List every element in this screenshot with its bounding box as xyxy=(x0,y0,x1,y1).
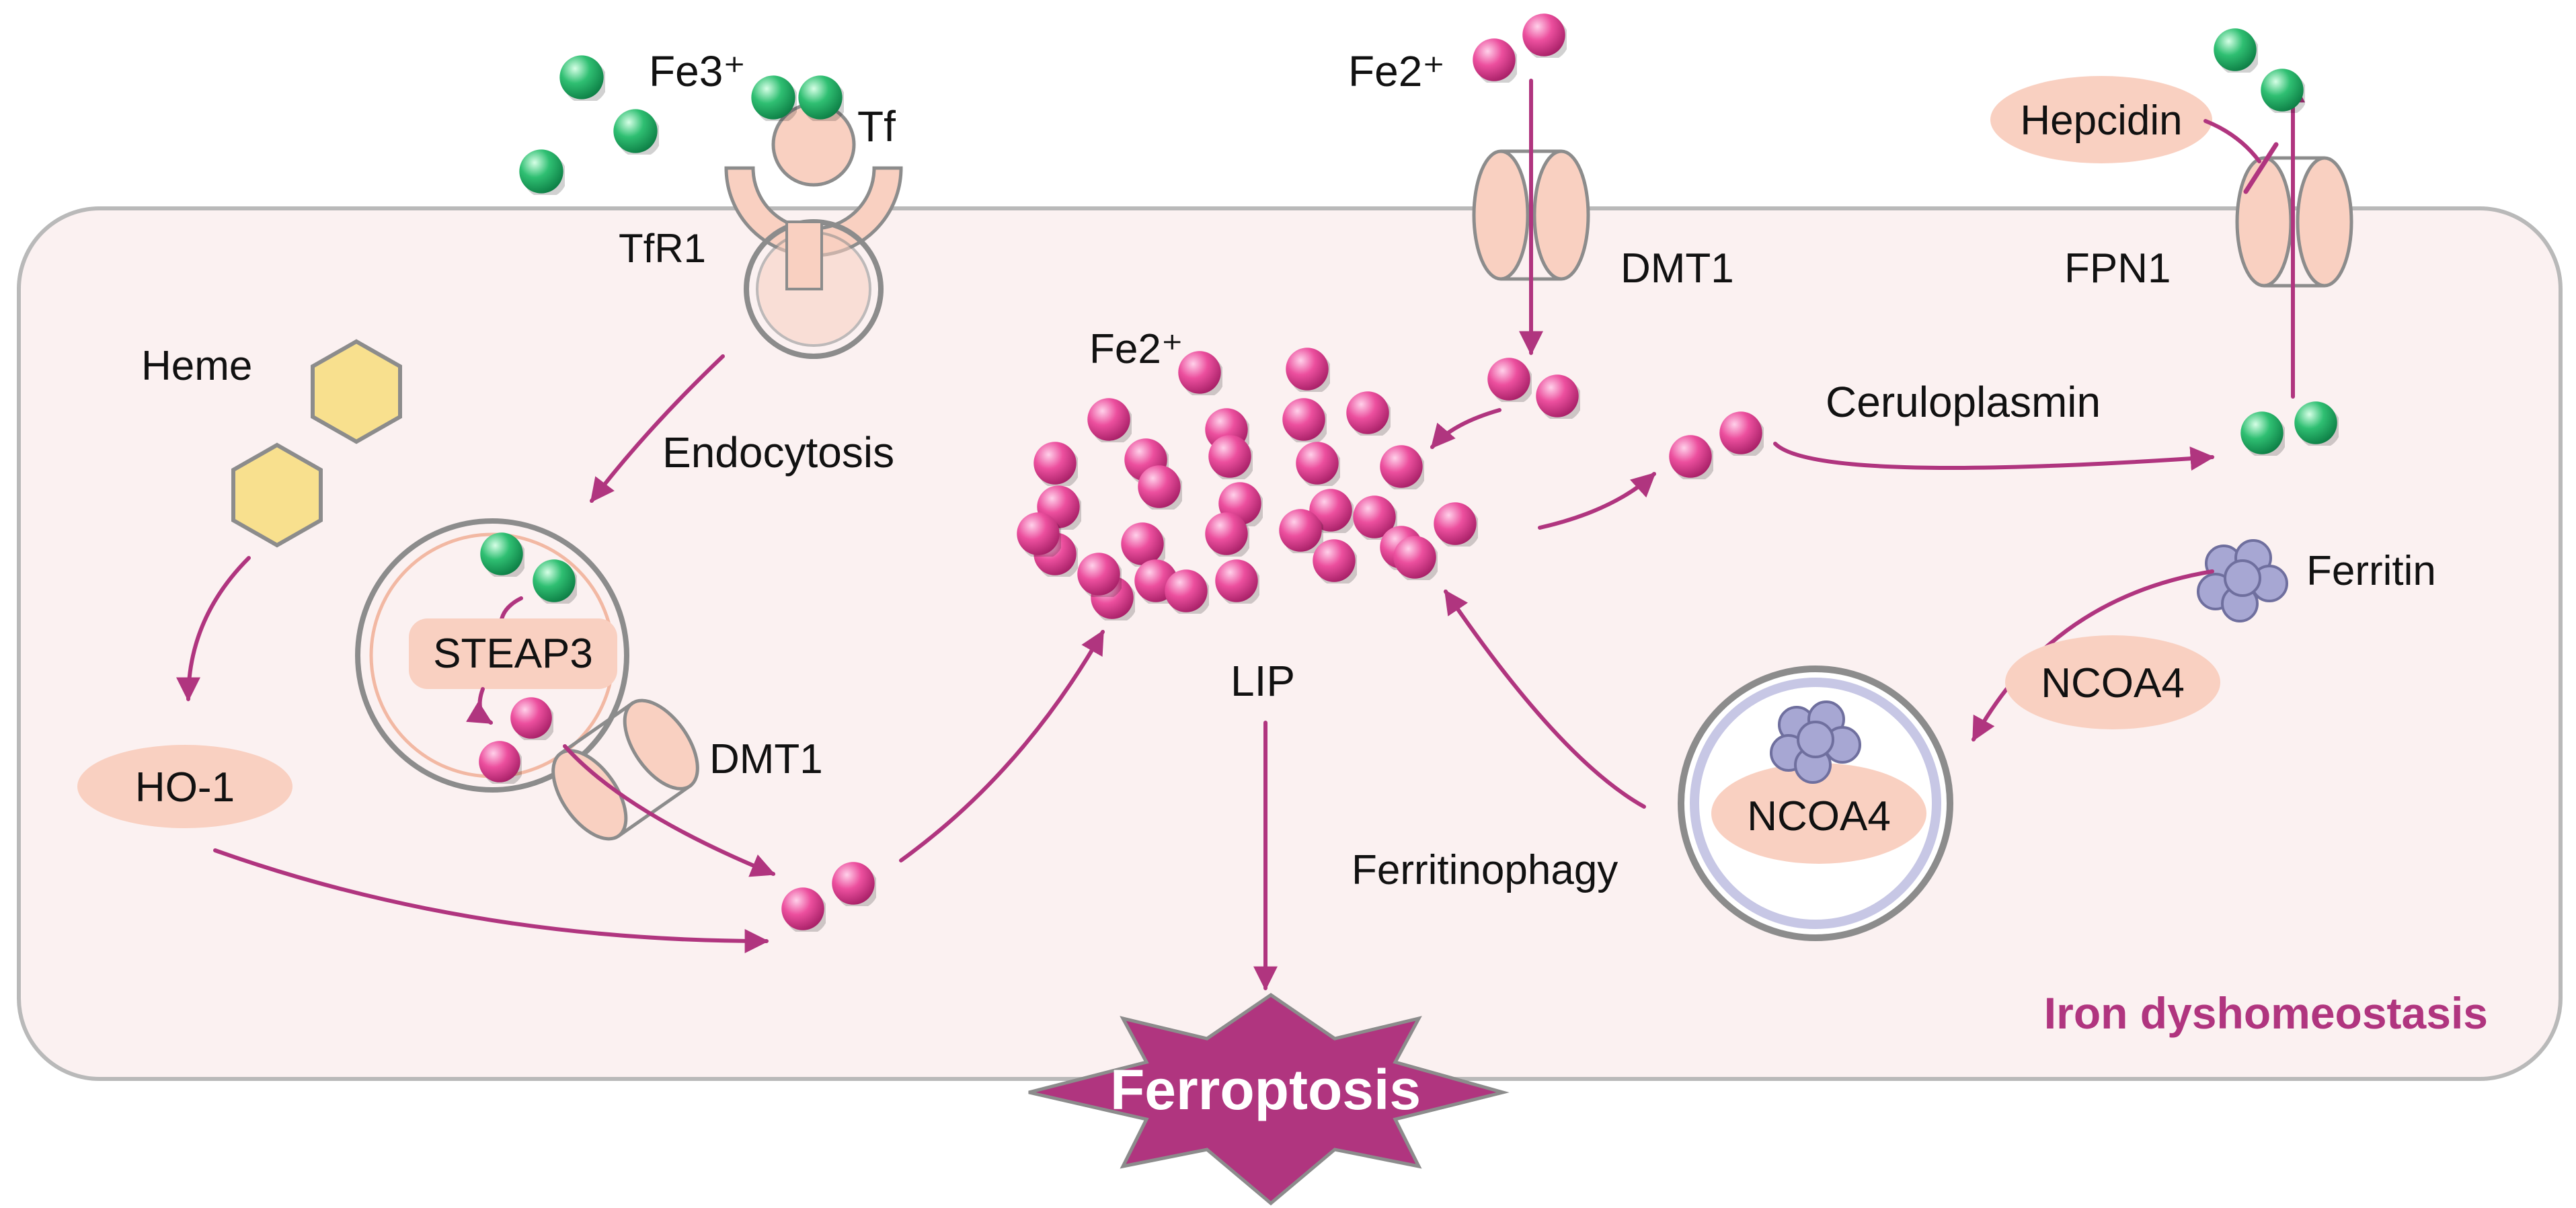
ferritin-cluster-icon xyxy=(2197,539,2288,622)
ncoa4-inner-ellipse xyxy=(1711,763,1926,864)
fe2-ion-icon xyxy=(1522,13,1567,58)
heme-hexagon-icon xyxy=(231,442,323,548)
steap3-box xyxy=(409,618,617,689)
fe2-pool-label: Fe2⁺ xyxy=(1089,326,1183,372)
tfr1-receptor-icon xyxy=(724,166,903,359)
heme-to-ho1-arrow xyxy=(176,556,251,702)
fe3-ion-icon xyxy=(519,149,565,195)
ferritin-cluster-icon xyxy=(1770,700,1861,784)
fe2-ion-icon xyxy=(1473,38,1517,83)
fe3-label: Fe3⁺ xyxy=(649,47,746,95)
endocytosis-label: Endocytosis xyxy=(662,428,894,477)
fe3-ion-icon xyxy=(751,75,797,121)
steap3-label: STEAP3 xyxy=(433,631,593,677)
hepcidin-ellipse xyxy=(1990,76,2212,163)
endosome-dmt1-channel-icon xyxy=(551,698,699,841)
ncoa4-inner-label: NCOA4 xyxy=(1747,793,1891,840)
fe3-ion-icon xyxy=(559,55,605,101)
dmt1-to-lip-arrow xyxy=(1430,408,1501,449)
ho1-ellipse xyxy=(77,745,292,828)
fpn1-label: FPN1 xyxy=(2064,245,2171,292)
hepcidin-inhibition-line xyxy=(2203,119,2261,163)
ncoa4-outer-label: NCOA4 xyxy=(2041,660,2185,707)
hepcidin-inhibition-bar xyxy=(2243,142,2279,194)
ho1-to-fe2-arrow xyxy=(213,848,769,953)
ferritin-label: Ferritin xyxy=(2306,548,2436,594)
endosome-vesicle-icon xyxy=(355,518,629,793)
membrane-dmt1-channel-icon xyxy=(1472,149,1590,281)
ncoa4-outer-ellipse xyxy=(2005,635,2220,729)
lip-to-export-arrow xyxy=(1538,472,1656,530)
starburst-icon xyxy=(1028,992,1510,1206)
to-lip-arrow xyxy=(899,629,1105,862)
fe3-ion-icon xyxy=(2214,28,2258,73)
dmt1-export-arrow xyxy=(563,744,776,877)
tf-label: Tf xyxy=(857,102,896,151)
ceruloplasmin-oxidation-arrow xyxy=(1773,442,2215,471)
ceruloplasmin-label: Ceruloplasmin xyxy=(1826,378,2101,426)
panel-title: Iron dyshomeostasis xyxy=(2044,988,2488,1038)
fpn1-channel-icon xyxy=(2235,156,2353,288)
tfr1-label: TfR1 xyxy=(619,226,706,271)
ferritinophagy-label: Ferritinophagy xyxy=(1352,847,1618,893)
ho1-label: HO-1 xyxy=(135,764,235,811)
endosome-dmt1-label: DMT1 xyxy=(709,736,823,782)
heme-hexagon-icon xyxy=(311,339,402,444)
lip-label: LIP xyxy=(1231,657,1295,705)
fe3-ion-icon xyxy=(2261,69,2305,113)
ferroptosis-label: Ferroptosis xyxy=(1110,1058,1421,1121)
dmt1-membrane-label: DMT1 xyxy=(1621,245,1734,292)
ferritinophagy-arrow xyxy=(1444,590,1646,809)
heme-label: Heme xyxy=(141,343,252,389)
steap3-to-fe2-arrow xyxy=(465,687,494,725)
endocytosis-arrow xyxy=(590,354,725,503)
fe3-ion-icon xyxy=(613,109,659,155)
ferritin-to-ncoa4-arrow xyxy=(1972,569,2214,742)
hepcidin-label: Hepcidin xyxy=(2020,97,2182,144)
fe2-top-label: Fe2⁺ xyxy=(1348,47,1445,95)
